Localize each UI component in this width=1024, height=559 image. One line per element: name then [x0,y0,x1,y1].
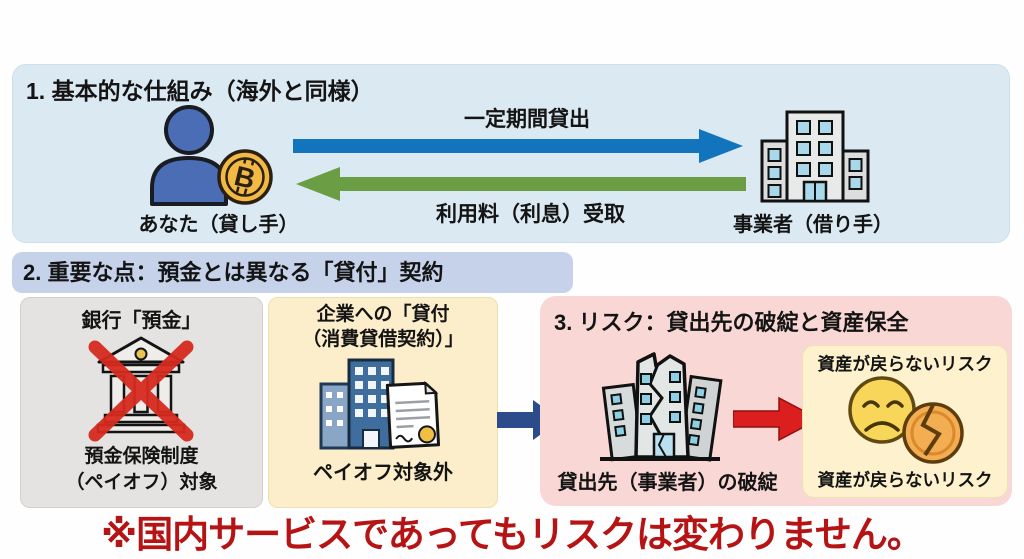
section1-title: 1. 基本的な仕組み（海外と同様） [26,78,374,104]
collapsed-buildings-icon [600,352,723,462]
lender-label: あなた（貸し手） [138,214,299,236]
deposit-caption-line1: 預金保険制度 [84,446,199,467]
asset-risk-label-top: 資産が戻らないリスク [817,354,993,374]
corporate-loan-box: 企業への「貸付 （消費貸借契約）」 ペ [268,297,498,508]
interest-left-arrow-icon [296,167,746,201]
interest-arrow-label: 利用料（利息）受取 [436,203,625,226]
person-with-bitcoin-icon: B [150,105,273,206]
asset-risk-box: 資産が戻らないリスク 資産が戻らないリスク [802,345,1008,498]
lend-arrow-label: 一定期間貸出 [464,108,590,131]
risk-arrow-icon [733,396,821,442]
sad-face-broken-coin-icon [848,376,964,464]
loan-box-title: 企業への「貸付 （消費貸借契約）」 [269,302,497,352]
basic-mechanism-panel: 1. 基本的な仕組み（海外と同様） B あなた（貸し手） 一定期間貸出 利用料（… [12,64,1010,243]
risk-panel: 3. リスク：貸出先の破綻と資産保全 [540,296,1012,506]
important-point-header: 2. 重要な点：預金とは異なる「貸付」契約 [12,252,573,293]
bank-deposit-box: 銀行「預金」 預金保険制度 （ペイオフ）対象 [20,297,263,508]
lend-right-arrow-icon [293,129,743,163]
bank-crossed-out-icon [88,336,194,442]
borrower-label: 事業者（借り手） [733,214,893,236]
bankruptcy-label: 貸出先（事業者）の破綻 [557,472,778,494]
office-building-icon [760,110,870,203]
domestic-service-risk-note: ※国内サービスであってもリスクは変わりません。 [101,514,924,555]
asset-risk-label-bottom: 資産が戻らないリスク [817,470,993,490]
corporate-building-contract-icon [319,358,441,450]
section3-title: 3. リスク：貸出先の破綻と資産保全 [554,310,909,335]
loan-box-title-line2: （消費貸借契約）」 [302,329,464,350]
deposit-caption-line2: （ペイオフ）対象 [65,472,218,493]
loan-caption: ペイオフ対象外 [313,462,453,484]
deposit-box-title: 銀行「預金」 [81,310,202,332]
section2-title: 2. 重要な点：預金とは異なる「貸付」契約 [23,260,444,285]
loan-box-title-line1: 企業への「貸付 [316,304,450,325]
deposit-caption: 預金保険制度 （ペイオフ）対象 [21,444,262,496]
